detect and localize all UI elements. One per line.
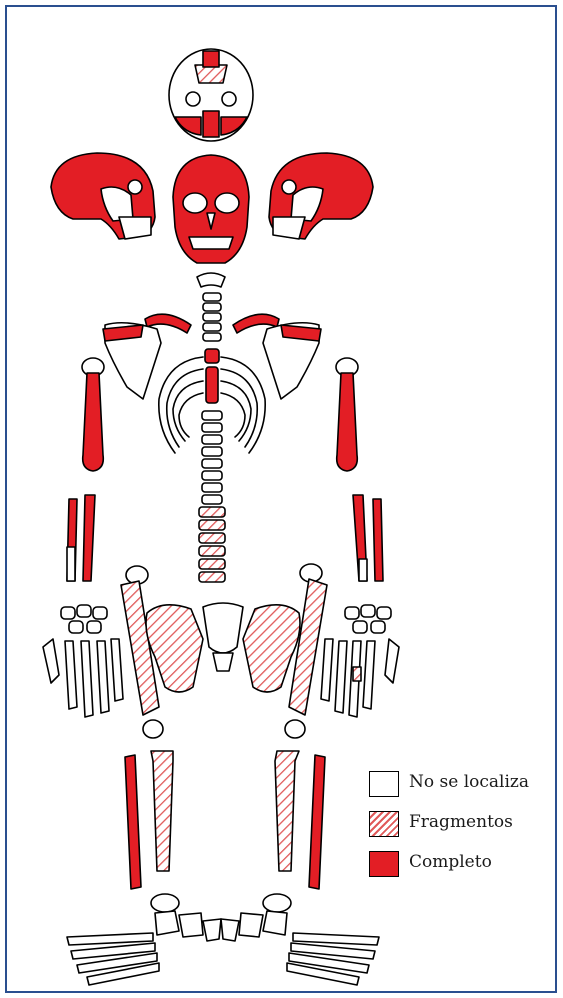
skull-right-lateral <box>269 153 373 239</box>
legend-swatch-complete <box>369 851 399 877</box>
patellae <box>143 720 305 738</box>
right-hand <box>321 605 399 717</box>
skull-left-lateral <box>51 153 155 239</box>
figure-frame: No se localiza Fragmentos Completo <box>5 5 557 993</box>
cervical-vertebrae <box>203 293 221 341</box>
pelvis <box>146 603 300 692</box>
legend-label-none: No se localiza <box>409 772 529 792</box>
skull-frontal <box>173 155 249 263</box>
skull-top-view <box>169 49 253 141</box>
legend-swatch-fragments <box>369 811 399 837</box>
legend-swatch-none <box>369 771 399 797</box>
left-foot <box>67 894 221 985</box>
lower-legs <box>125 751 325 889</box>
skeleton-diagram <box>7 7 555 991</box>
right-foot <box>221 894 379 985</box>
left-hand <box>43 605 123 717</box>
legend-label-fragments: Fragmentos <box>409 812 513 832</box>
legend-label-complete: Completo <box>409 852 492 872</box>
atlas-vertebra <box>197 273 225 287</box>
sternum <box>205 349 219 403</box>
thoracic-lumbar-vertebrae <box>199 411 225 582</box>
